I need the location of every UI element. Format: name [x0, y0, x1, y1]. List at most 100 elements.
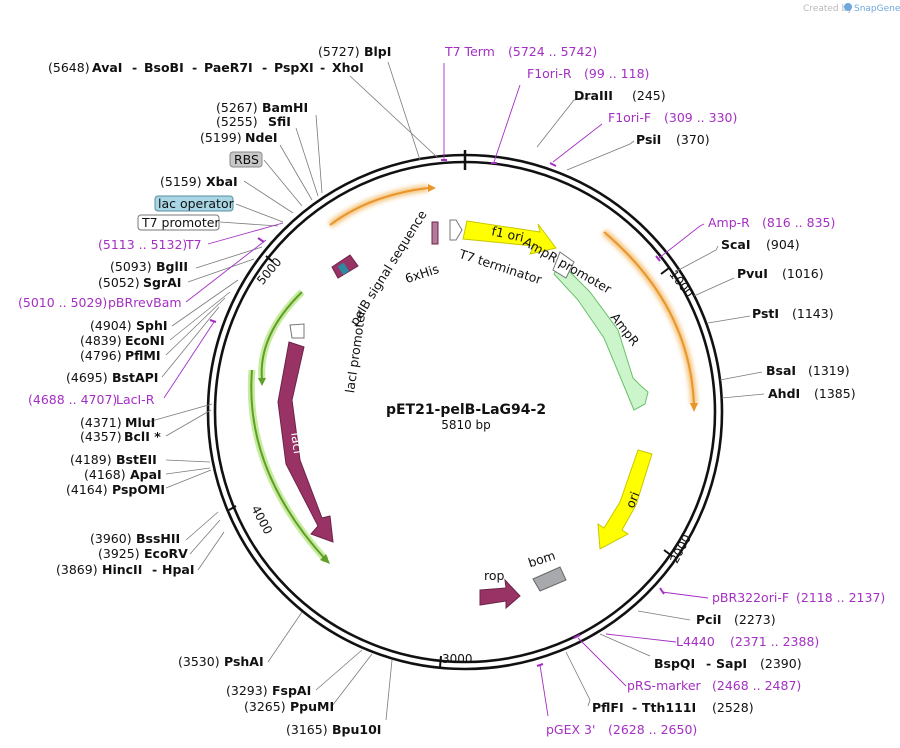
ampR-primer-leader — [658, 223, 705, 259]
ecoRV-leader — [189, 519, 221, 555]
bssHII-leader — [185, 511, 219, 541]
t7promoter-box[interactable] — [137, 214, 220, 231]
pciI-coord: (2273) — [734, 612, 776, 627]
sgrAI-name[interactable]: SgrAI — [143, 275, 181, 290]
draIII-name[interactable]: DraIII — [574, 88, 613, 103]
bom-feature[interactable] — [532, 566, 567, 592]
t7-primer-name[interactable]: T7 — [185, 237, 202, 252]
avaI-name[interactable]: AvaI — [92, 60, 122, 75]
ori-feature[interactable] — [597, 449, 653, 550]
xbaI-name[interactable]: XbaI — [206, 174, 238, 189]
f1oriF-leader — [552, 123, 603, 163]
mluI-name[interactable]: MluI — [125, 415, 155, 430]
pciI-name[interactable]: PciI — [696, 612, 722, 627]
pRSmarker-range: (2468 .. 2487) — [712, 678, 801, 693]
pstI-name[interactable]: PstI — [752, 306, 779, 321]
bamHI-name[interactable]: BamHI — [262, 100, 308, 115]
pRSmarker-site — [573, 634, 581, 639]
sapI-name[interactable]: SapI — [716, 656, 747, 671]
bstAPI-name[interactable]: BstAPI — [112, 370, 158, 385]
bssHII-name[interactable]: BssHII — [136, 531, 180, 546]
lac-operator-box[interactable] — [154, 195, 234, 212]
ndeI-name[interactable]: NdeI — [245, 130, 278, 145]
lacIR-name[interactable]: LacI-R — [116, 392, 155, 407]
draIII-leader — [536, 97, 591, 148]
rop-feature[interactable] — [479, 578, 521, 610]
bsaI-name[interactable]: BsaI — [766, 363, 796, 378]
pspOMI-name[interactable]: PspOMI — [112, 482, 165, 497]
hpaI-name[interactable]: HpaI — [162, 562, 195, 577]
bspqi-name[interactable]: BspQI — [654, 656, 695, 671]
scaI-leader — [674, 245, 719, 273]
t7-terminator-feature[interactable] — [449, 219, 463, 241]
bsoBI-name[interactable]: BsoBI — [144, 60, 184, 75]
bssHII-coord: (3960) — [90, 531, 132, 546]
paeR7I-name[interactable]: PaeR7I — [204, 60, 253, 75]
sphI-name[interactable]: SphI — [136, 318, 168, 333]
pshAI-leader — [267, 611, 303, 663]
ampR-primer-name[interactable]: Amp-R — [708, 215, 750, 230]
ecoRV-name[interactable]: EcoRV — [144, 546, 188, 561]
ndeI-coord: (5199) — [200, 130, 242, 145]
pflMI-name[interactable]: PflMI — [125, 348, 161, 363]
pBRrevBam-name[interactable]: pBRrevBam — [108, 295, 182, 310]
lacI-promoter-feature[interactable] — [289, 323, 305, 339]
ampR-promoter-feature[interactable] — [552, 251, 575, 279]
f1oriF-range: (309 .. 330) — [664, 110, 737, 125]
tth111I-name[interactable]: Tth111I — [642, 700, 696, 715]
scaI-name[interactable]: ScaI — [721, 237, 751, 252]
f1oriF-name[interactable]: F1ori-F — [608, 110, 651, 125]
pBR322oriF-site — [659, 587, 665, 595]
bstEII-leader — [165, 459, 211, 463]
xhoI-name[interactable]: XhoI — [332, 60, 364, 75]
f1oriR-name[interactable]: F1ori-R — [527, 66, 572, 81]
lacIR-site — [209, 319, 217, 323]
tick-4000 — [228, 505, 237, 511]
pBR322oriF-name[interactable]: pBR322ori-F — [712, 590, 789, 605]
sixHis-feature[interactable] — [431, 221, 439, 245]
blpI-name[interactable]: BlpI — [364, 44, 391, 59]
psiI-name[interactable]: PsiI — [636, 132, 661, 147]
pvuI-coord: (1016) — [782, 266, 824, 281]
lacI-feature[interactable] — [277, 341, 334, 543]
f1ori-feature[interactable] — [462, 220, 557, 255]
ampR-site — [655, 255, 661, 262]
pRSmarker-name[interactable]: pRS-marker — [627, 678, 702, 693]
ppuMI-name[interactable]: PpuMI — [290, 699, 334, 714]
pspXI-name[interactable]: PspXI — [274, 60, 314, 75]
t7term-name[interactable]: T7 Term — [444, 44, 495, 59]
pvuI-name[interactable]: PvuI — [737, 266, 768, 281]
plasmid-length: 5810 bp — [441, 418, 491, 432]
sfiI-name[interactable]: SfiI — [268, 114, 291, 129]
bclI-name[interactable]: BclI * — [124, 429, 161, 444]
ecoNI-name[interactable]: EcoNI — [125, 333, 165, 348]
bstAPI-coord: (4695) — [66, 370, 108, 385]
pshAI-name[interactable]: PshAI — [224, 654, 264, 669]
hincII-name[interactable]: HincII — [102, 562, 142, 577]
tick-label-1000: 1000 — [666, 267, 696, 300]
lac-operator-feature[interactable] — [337, 262, 350, 275]
pflfi-name[interactable]: PflFI — [592, 700, 624, 715]
bglII-name[interactable]: BglII — [156, 259, 188, 274]
pGEX3-name[interactable]: pGEX 3' — [546, 722, 595, 737]
fspAI-name[interactable]: FspAI — [272, 683, 311, 698]
sphI-coord: (4904) — [90, 318, 132, 333]
t7-primer-range: (5113 .. 5132) — [98, 237, 187, 252]
bpu10I-name[interactable]: Bpu10I — [332, 722, 381, 737]
rbs-box[interactable] — [229, 151, 263, 168]
bclI-leader — [165, 409, 212, 437]
ahdI-coord: (1385) — [814, 386, 856, 401]
l4440-name[interactable]: L4440 — [676, 634, 715, 649]
sixHis-label: 6xHis — [403, 261, 441, 286]
bspqi-dash: - — [706, 656, 711, 671]
rop-label: rop — [484, 568, 505, 583]
ahdI-name[interactable]: AhdI — [768, 386, 800, 401]
green-arc-upper — [260, 291, 303, 381]
ampR-feature[interactable] — [553, 261, 649, 411]
lacI-label: lacI — [288, 431, 306, 455]
credit-brand[interactable]: SnapGene — [854, 4, 900, 14]
apaI-name[interactable]: ApaI — [130, 467, 162, 482]
bspqi-leader — [599, 633, 651, 657]
bstEII-name[interactable]: BstEII — [116, 452, 157, 467]
